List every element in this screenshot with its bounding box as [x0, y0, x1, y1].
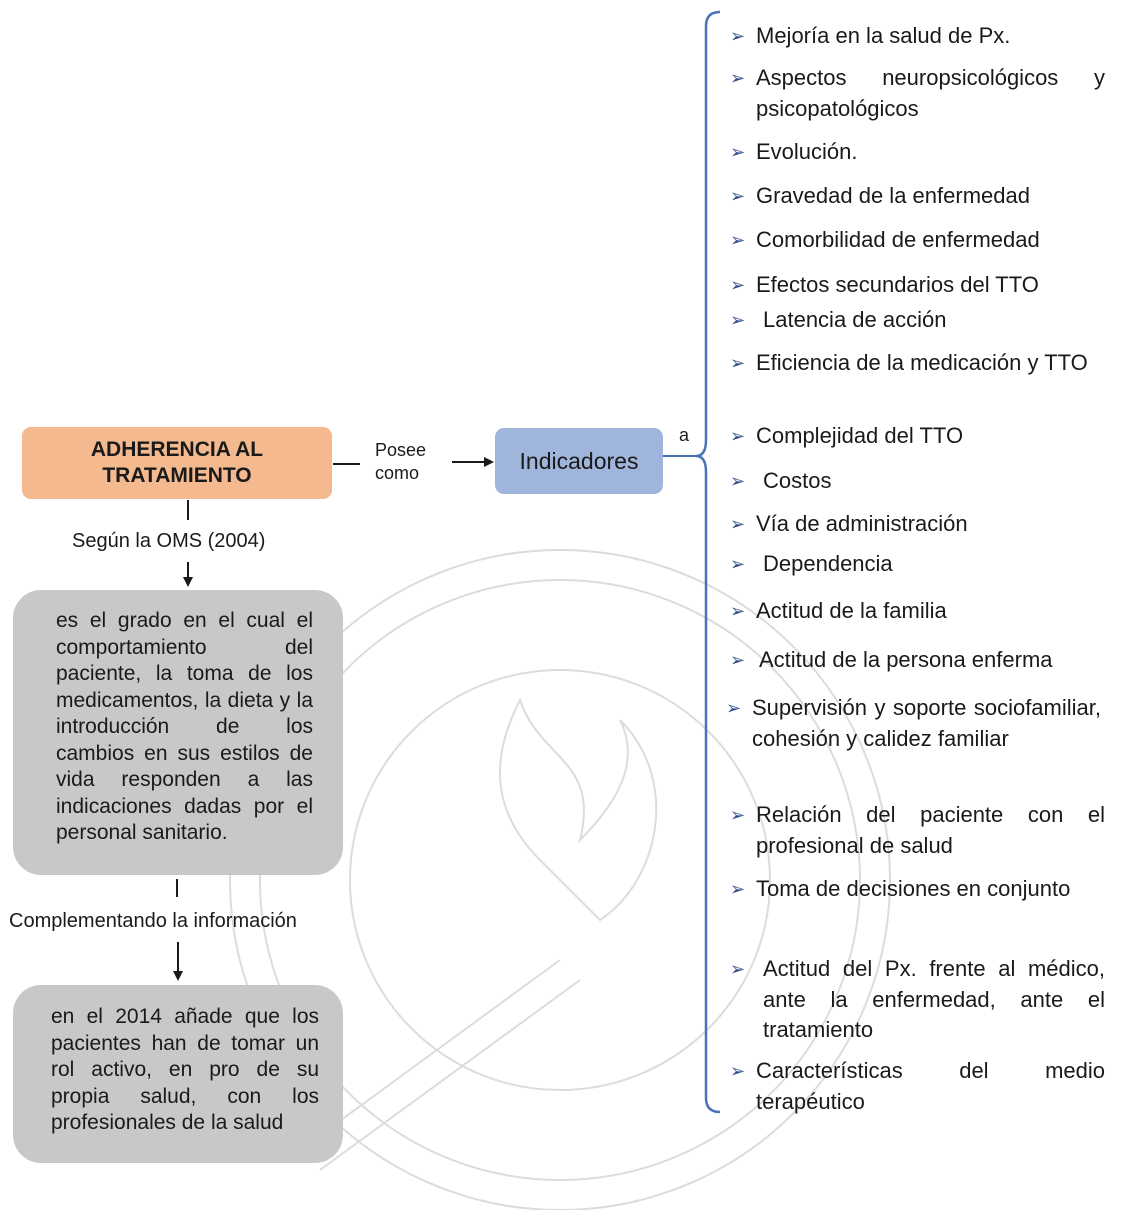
indicator-item: ➢Dependencia — [730, 549, 1105, 580]
indicator-item: ➢Complejidad del TTO — [730, 421, 1105, 452]
indicator-item: ➢Toma de decisiones en conjunto — [730, 874, 1105, 905]
main-concept-line-1: ADHERENCIA AL — [90, 438, 264, 461]
main-concept-line-2: TRATAMIENTO — [102, 464, 252, 487]
indicators-label: Indicadores — [519, 447, 639, 474]
indicator-item: ➢Efectos secundarios del TTO — [730, 270, 1105, 301]
bullet-arrow-icon: ➢ — [730, 554, 746, 574]
link-oms: Según la OMS (2004) — [72, 530, 266, 552]
connector-definition-down — [176, 879, 178, 897]
bullet-arrow-icon: ➢ — [730, 879, 746, 899]
arrow-to-definition — [183, 562, 193, 587]
bullet-arrow-icon: ➢ — [730, 959, 746, 979]
link-como: como — [375, 463, 420, 483]
bullet-arrow-icon: ➢ — [730, 275, 746, 295]
definition-oms-text: es el grado en el cual el comportamiento… — [56, 609, 313, 844]
bullet-arrow-icon: ➢ — [730, 426, 746, 446]
indicator-item: ➢Aspectos neuropsicológicos y psicopatol… — [730, 65, 1105, 121]
indicator-item: ➢Supervisión y soporte sociofamiliar, co… — [726, 695, 1101, 751]
bullet-arrow-icon: ➢ — [730, 601, 746, 621]
indicator-item: ➢Gravedad de la enfermedad — [730, 181, 1105, 212]
indicator-item: ➢Comorbilidad de enfermedad — [730, 225, 1105, 256]
connector-main-down — [187, 500, 189, 520]
indicator-item: ➢Evolución. — [730, 137, 1105, 168]
indicator-item: ➢Vía de administración — [730, 509, 1105, 540]
bullet-arrow-icon: ➢ — [730, 514, 746, 534]
link-complement: Complementando la información — [9, 910, 297, 932]
indicator-item: ➢Características del medio terapéutico — [730, 1058, 1105, 1114]
indicator-item: ➢Actitud de la persona enferma — [730, 645, 1105, 676]
indicator-item: ➢Actitud de la familia — [730, 596, 1105, 627]
main-concept-box: ADHERENCIA AL TRATAMIENTO — [22, 427, 332, 499]
bullet-arrow-icon: ➢ — [730, 805, 746, 825]
indicator-item: ➢Latencia de acción — [730, 305, 1105, 336]
indicator-item: ➢Relación del paciente con el profesiona… — [730, 802, 1105, 858]
indicator-item: ➢Mejoría en la salud de Px. — [730, 21, 1105, 52]
arrow-to-complement — [173, 942, 183, 981]
indicators-box: Indicadores — [495, 428, 663, 494]
bullet-arrow-icon: ➢ — [726, 698, 742, 718]
link-a: a — [679, 425, 690, 445]
indicator-item: ➢Costos — [730, 466, 1105, 497]
connector-indicators-bracket — [663, 455, 696, 457]
bullet-arrow-icon: ➢ — [730, 68, 746, 88]
definition-2014-box: en el 2014 añade que los pacientes han d… — [13, 985, 343, 1163]
bullet-arrow-icon: ➢ — [730, 650, 746, 670]
bullet-arrow-icon: ➢ — [730, 26, 746, 46]
link-posee: Posee — [375, 440, 427, 460]
bullet-arrow-icon: ➢ — [730, 310, 746, 330]
bullet-arrow-icon: ➢ — [730, 1061, 746, 1081]
bullet-arrow-icon: ➢ — [730, 230, 746, 250]
bullet-arrow-icon: ➢ — [730, 353, 746, 373]
bullet-arrow-icon: ➢ — [730, 186, 746, 206]
arrow-to-indicators — [452, 457, 494, 467]
bullet-arrow-icon: ➢ — [730, 142, 746, 162]
connector-main-right — [333, 463, 360, 465]
indicator-item: ➢Actitud del Px. frente al médico, ante … — [730, 956, 1105, 1042]
link-posee-como: Posee como — [375, 439, 426, 485]
definition-2014-text: en el 2014 añade que los pacientes han d… — [51, 1005, 319, 1134]
bullet-arrow-icon: ➢ — [730, 471, 746, 491]
definition-oms-box: es el grado en el cual el comportamiento… — [13, 590, 343, 875]
indicator-item: ➢Eficiencia de la medicación y TTO — [730, 348, 1105, 379]
indicators-bracket — [695, 10, 721, 1114]
